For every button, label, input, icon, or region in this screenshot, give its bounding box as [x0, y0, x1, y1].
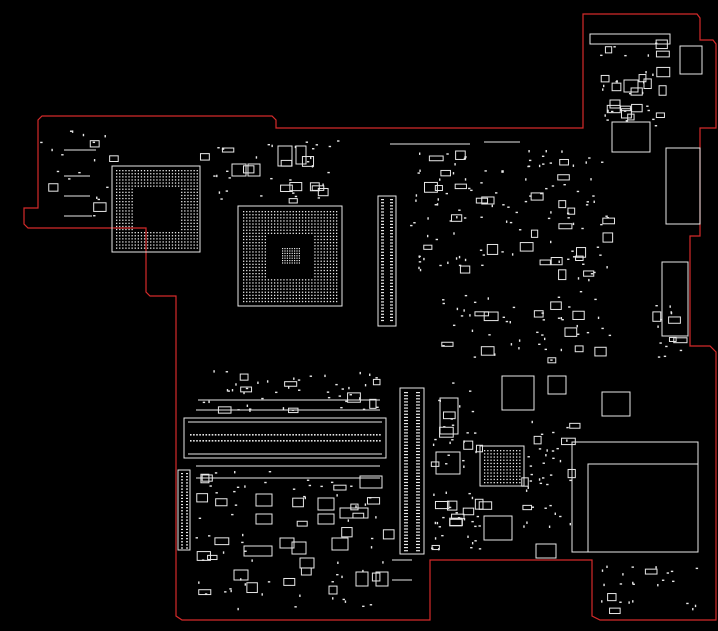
top-connector	[589, 33, 671, 45]
right-connector-1	[665, 147, 701, 225]
bga-chip-left	[111, 165, 201, 253]
chip-right-upper	[611, 121, 651, 153]
chip-mid	[501, 375, 535, 411]
left-vertical-connector	[177, 469, 191, 551]
chip-top-right	[679, 45, 703, 75]
cpu-bga	[237, 205, 343, 307]
right-connector-2	[661, 261, 689, 337]
board-outline	[23, 13, 717, 621]
chip-right-mid	[601, 391, 631, 417]
large-square-component	[571, 441, 699, 553]
memory-slot	[183, 417, 387, 459]
southbridge-chip	[479, 445, 525, 487]
chip-lower-mid	[483, 515, 513, 541]
expansion-connector	[399, 387, 425, 555]
vertical-connector	[377, 195, 397, 327]
